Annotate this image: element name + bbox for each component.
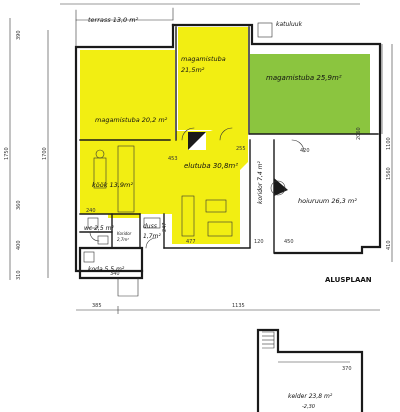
dim-420: 420 [300, 148, 310, 154]
toilet [87, 217, 99, 229]
hatch-shower [143, 217, 161, 229]
terrace-outline [75, 19, 174, 48]
basement-outer [256, 328, 364, 412]
dim-360: 360 [16, 200, 22, 210]
label-corridor-area: 2,7m² [117, 237, 129, 242]
basement [256, 328, 364, 412]
utility-wing [78, 246, 144, 280]
kitchen-strip-fill [108, 142, 140, 218]
plan-title: ALUSPLAAN [325, 276, 372, 284]
door-arc-1 [181, 127, 195, 141]
utility-appliance [83, 251, 95, 263]
dim-450: 450 [284, 239, 294, 245]
bedroom-a-fill [178, 27, 248, 130]
armchair [207, 221, 233, 237]
kitchen-counter [117, 145, 135, 213]
label-utility: koda 5,5 m² [88, 266, 125, 273]
dim-120: 120 [254, 239, 264, 245]
door-arc-4 [145, 237, 157, 249]
room-fills [80, 27, 370, 244]
door-arc-2 [219, 127, 233, 141]
stove-burner [95, 149, 105, 159]
label-kitchen: köök 13,9m² [92, 181, 133, 189]
coffee-table [205, 199, 227, 213]
outer-wall [171, 23, 382, 255]
label-shower: duss [143, 223, 157, 230]
dim-1135: 1135 [232, 303, 245, 309]
walls [74, 7, 382, 297]
dim-390: 390 [16, 30, 22, 40]
door-arc-3 [291, 139, 305, 153]
label-basement-level: -2,30 [302, 404, 315, 410]
dim-2060: 2060 [356, 127, 362, 140]
dim-340: 340 [110, 271, 120, 277]
dim-385: 385 [92, 303, 102, 309]
dim-410: 410 [386, 240, 392, 250]
dimension-lines [9, 3, 393, 314]
stove-hall [274, 178, 288, 196]
dim-370: 370 [342, 366, 352, 372]
furniture [83, 145, 233, 263]
dim-1750: 1750 [4, 147, 10, 160]
label-bedroom-c: magamistuba 20,2 m² [95, 116, 168, 124]
dim-1100: 1100 [386, 137, 392, 150]
sink-wc [97, 235, 109, 245]
label-hall: hoiuruum 26,3 m² [298, 197, 357, 205]
room-labels: terrass 13,0 m² magamistuba 21,5m² magam… [84, 16, 372, 410]
label-wc: wc 2,5 m² [84, 225, 114, 232]
dim-310: 310 [16, 270, 22, 280]
door-arc-5 [89, 231, 100, 242]
bedroom-c-fill [80, 50, 175, 140]
dim-400: 400 [16, 240, 22, 250]
dim-1700: 1700 [42, 147, 48, 160]
dim-453: 453 [168, 156, 178, 162]
stove-hall-round [270, 180, 286, 196]
label-bedroom-a: magamistuba [181, 55, 226, 63]
dim-240: 240 [86, 208, 96, 214]
bedroom-b-fill [250, 54, 370, 134]
dim-247: 247 [162, 222, 168, 232]
dim-255: 255 [236, 146, 246, 152]
dim-477: 477 [186, 239, 196, 245]
sofa [181, 195, 195, 237]
label-bedroom-a-area: 21,5m² [181, 66, 205, 74]
entrance-stub [117, 277, 139, 297]
label-shower-area: 1,7m² [143, 233, 161, 240]
label-hallway: koridor 7,4 m² [257, 161, 264, 204]
label-chimney: katuluuk [276, 21, 303, 28]
dimension-labels: 385 1135 1750 1700 1560 1100 390 360 400… [4, 30, 392, 372]
label-bedroom-b: magamistuba 25,9m² [266, 74, 342, 82]
label-corridor: Koridor [117, 231, 132, 236]
dim-1560: 1560 [386, 167, 392, 180]
roof-hatch [257, 22, 273, 38]
label-basement: kelder 23,8 m² [288, 393, 333, 400]
label-terrace: terrass 13,0 m² [88, 16, 139, 24]
label-living: elutuba 30,8m² [184, 162, 238, 170]
fireplace-white [188, 132, 206, 150]
